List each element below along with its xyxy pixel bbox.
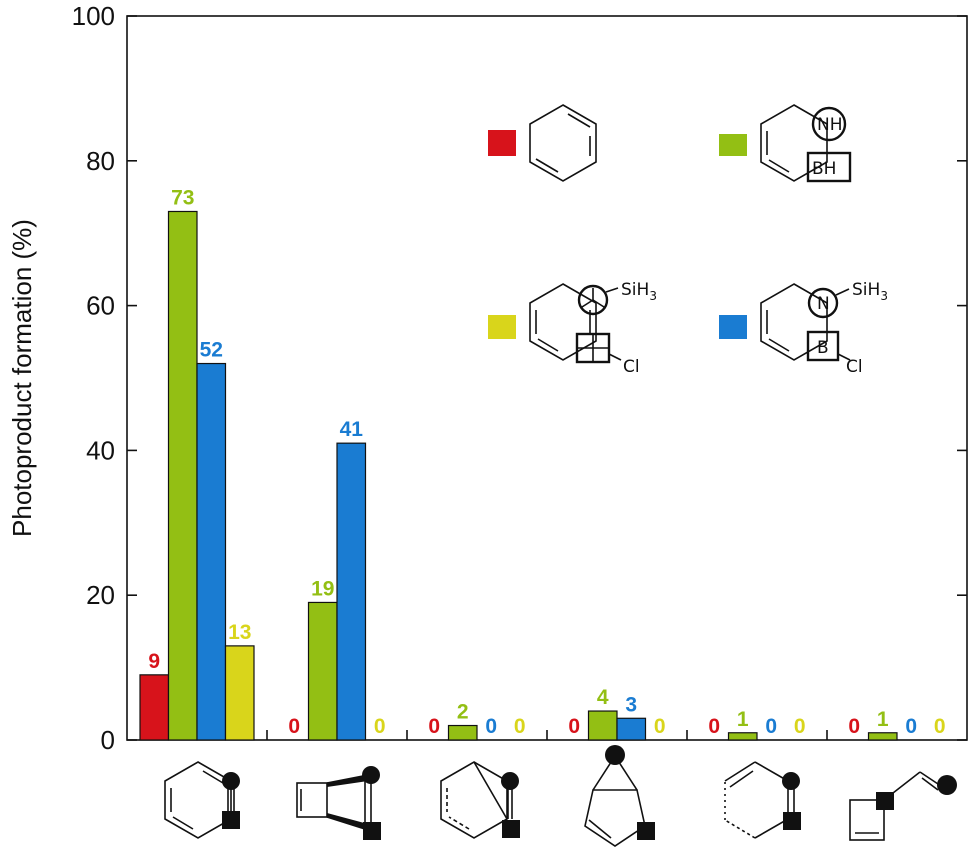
bar [727,732,758,741]
atom-b: B [817,338,829,358]
data-label: 41 [340,418,364,441]
data-label: 9 [148,650,160,673]
data-label: 0 [288,715,300,738]
atom-cl-2: Cl [846,357,863,377]
atom-bh: BH [812,159,836,179]
bn-ring-structure: NH BH [760,104,852,183]
data-label: 13 [228,621,251,644]
y-tick-label: 40 [86,435,115,465]
legend-entry-benzene [488,104,597,182]
legend-swatch-green [719,134,747,156]
bar [616,717,647,741]
data-label: 0 [514,715,526,738]
data-label: 19 [311,577,334,600]
atom-cl: Cl [623,357,640,377]
atom-sih3-2: SiH3 [852,280,888,303]
bar [587,710,618,741]
data-label: 2 [457,701,469,724]
data-label: 0 [428,715,440,738]
substituted-benzene-structure: SiH3 Cl [529,280,657,377]
data-label: 52 [200,339,223,362]
y-tick-label: 80 [86,146,115,176]
data-label: 0 [374,715,386,738]
bar [447,724,478,741]
data-label: 0 [568,715,580,738]
data-label: 0 [905,715,917,738]
legend-swatch-red [488,130,516,156]
x-structure-4 [584,745,655,847]
legend-swatch-blue [719,315,747,339]
substituted-bn-ring-structure: N B SiH3 Cl [760,280,888,377]
x-structure-1 [164,761,240,839]
data-label: 0 [485,715,497,738]
y-tick-label: 20 [86,580,115,610]
atom-nh: NH [817,115,843,135]
bar [867,732,898,741]
legend-entry-substituted-benzene: SiH3 Cl [488,280,657,377]
legend-entry-bn-ring: NH BH [719,104,852,183]
x-structure-2 [296,766,381,840]
data-label: 3 [625,693,637,716]
data-label: 0 [934,715,946,738]
legend-entry-substituted-bn-ring: N B SiH3 Cl [719,280,888,377]
data-label: 0 [654,715,666,738]
data-label: 1 [737,708,749,731]
data-label: 0 [848,715,860,738]
x-structure-5 [724,761,801,839]
bar [139,674,170,741]
x-category-structures [164,745,957,847]
y-axis-label: Photoproduct formation (%) [7,219,37,537]
bar [167,210,198,741]
data-label: 0 [765,715,777,738]
atom-sih3: SiH3 [621,280,657,303]
data-label: 0 [794,715,806,738]
bar [307,601,338,741]
legend: NH BH SiH3 Cl [488,104,888,377]
data-label: 0 [708,715,720,738]
y-tick-label: 100 [72,1,115,31]
x-structure-6 [849,771,957,841]
bar [336,442,367,741]
data-label: 1 [877,708,889,731]
atom-n: N [817,294,830,314]
benzene-structure [529,104,597,182]
bar [224,645,255,741]
data-label: 4 [597,686,609,709]
y-tick-label: 60 [86,291,115,321]
bar [196,362,227,741]
data-label: 73 [171,186,194,209]
bars [139,210,898,741]
y-tick-label: 0 [101,725,115,755]
legend-swatch-yellow [488,315,516,339]
x-structure-3 [440,761,520,839]
x-axis-ticks [266,730,828,740]
